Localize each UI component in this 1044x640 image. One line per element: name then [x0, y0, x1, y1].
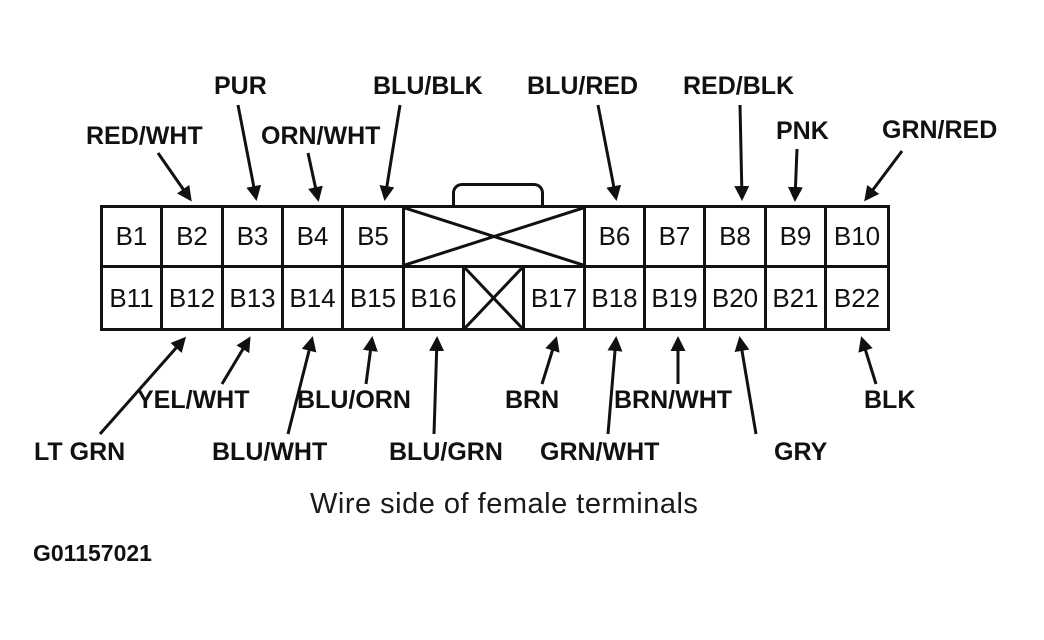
blocked-slot-crossed [465, 268, 525, 328]
wire-label-grn-red: GRN/RED [882, 116, 998, 144]
pin-cell-b11: B11 [103, 268, 163, 328]
pin-cell-b13: B13 [224, 268, 284, 328]
figure-id: G01157021 [33, 540, 152, 566]
connector-body: B1 B2 B3 B4 B5 B6 B7 B8 B9 B10 B11 B12 B… [100, 205, 890, 331]
pin-cell-b7: B7 [646, 208, 706, 265]
wire-label-blu-wht: BLU/WHT [212, 438, 328, 466]
keyway-crossed-region [405, 208, 586, 265]
pin-cell-b9: B9 [767, 208, 827, 265]
wire-label-pur: PUR [214, 72, 267, 100]
wire-label-brn: BRN [505, 386, 560, 414]
cross-x-mark [405, 208, 583, 265]
pin-cell-b18: B18 [586, 268, 646, 328]
connector-top-row: B1 B2 B3 B4 B5 B6 B7 B8 B9 B10 [103, 208, 887, 268]
wire-label-blu-blk: BLU/BLK [373, 72, 483, 100]
wire-label-blk: BLK [864, 386, 916, 414]
pin-cell-b6: B6 [586, 208, 646, 265]
cross-x-mark [465, 268, 522, 328]
pin-cell-b14: B14 [284, 268, 344, 328]
pin-cell-b8: B8 [706, 208, 767, 265]
connector-bottom-row: B11 B12 B13 B14 B15 B16 B17 B18 B19 B20 … [103, 268, 887, 328]
pin-cell-b5: B5 [344, 208, 405, 265]
wire-label-gry: GRY [774, 438, 828, 466]
wire-label-red-blk: RED/BLK [683, 72, 795, 100]
pin-cell-b12: B12 [163, 268, 224, 328]
wire-label-lt-grn: LT GRN [34, 438, 126, 466]
wire-label-grn-wht: GRN/WHT [540, 438, 660, 466]
pin-cell-b4: B4 [284, 208, 344, 265]
wire-label-red-wht: RED/WHT [86, 122, 203, 150]
wire-label-orn-wht: ORN/WHT [261, 122, 381, 150]
pin-cell-b15: B15 [344, 268, 405, 328]
wire-label-brn-wht: BRN/WHT [614, 386, 733, 414]
pin-cell-b21: B21 [767, 268, 827, 328]
wire-label-blu-red: BLU/RED [527, 72, 639, 100]
pin-cell-b10: B10 [833, 221, 881, 251]
connector-latch [452, 183, 544, 209]
wire-label-yel-wht: YEL/WHT [137, 386, 250, 414]
pin-cell-b1: B1 [103, 208, 163, 265]
pin-cell-b17: B17 [525, 268, 586, 328]
pin-cell-b3: B3 [224, 208, 284, 265]
pin-cell-b20: B20 [706, 268, 767, 328]
wire-label-blu-grn: BLU/GRN [389, 438, 503, 466]
wire-label-blu-orn: BLU/ORN [297, 386, 411, 414]
pin-cell-b2: B2 [163, 208, 224, 265]
pin-cell-b22: B22 [833, 282, 881, 313]
diagram-caption: Wire side of female terminals [310, 488, 699, 520]
wire-label-pnk: PNK [776, 117, 829, 145]
pin-cell-b19: B19 [646, 268, 706, 328]
pin-cell-b16: B16 [405, 268, 465, 328]
